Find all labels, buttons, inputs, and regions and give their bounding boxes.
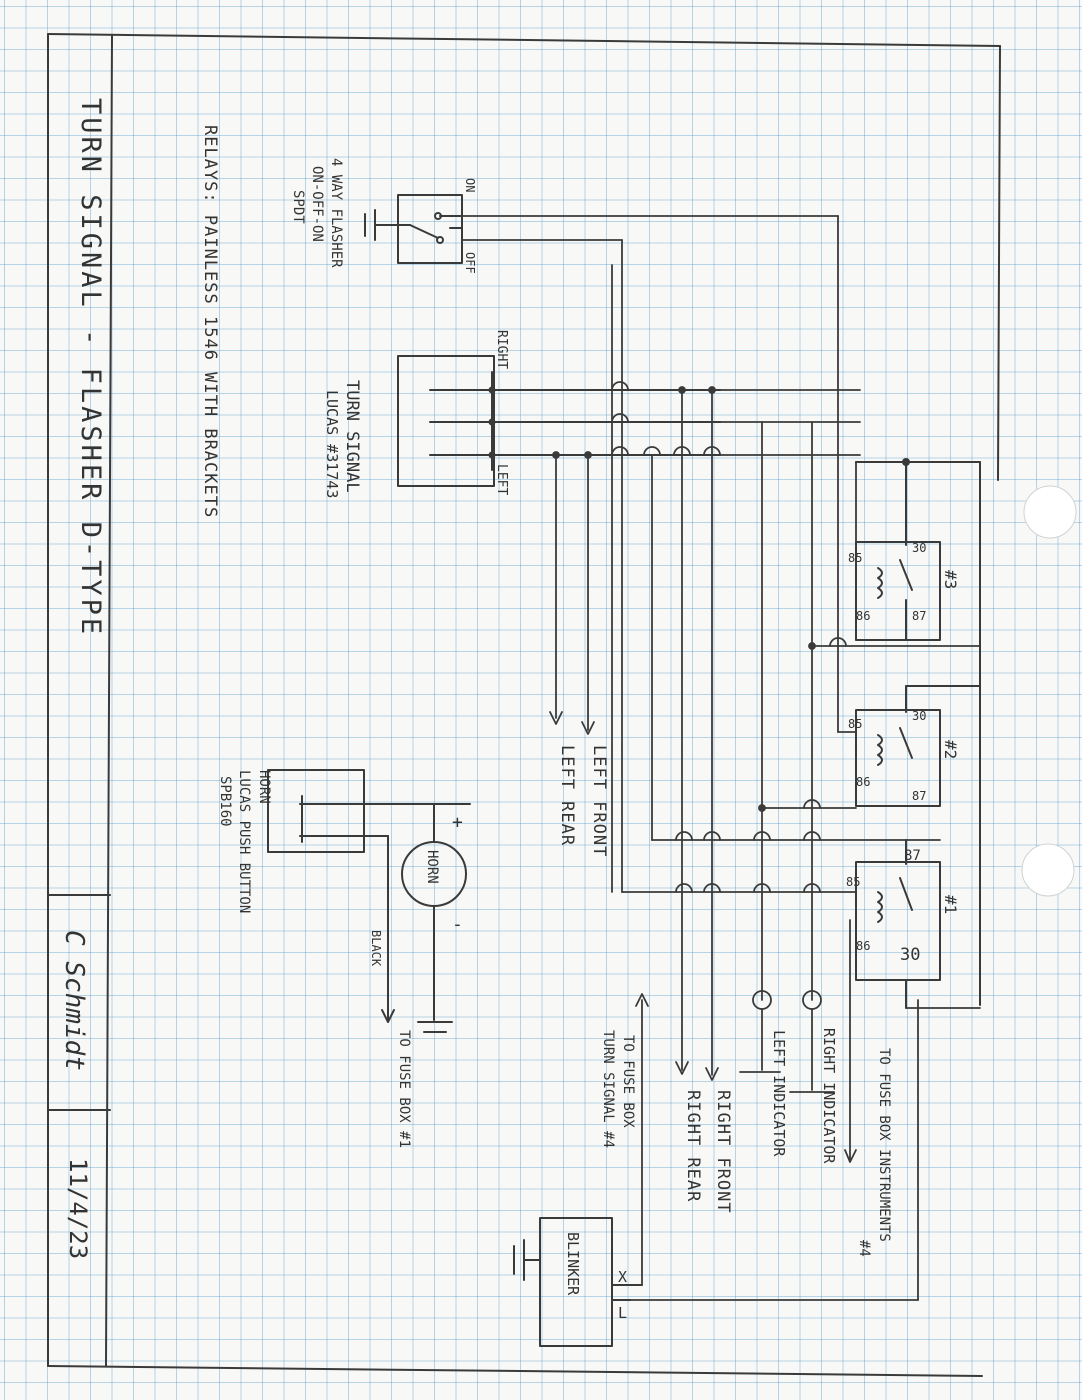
turn-switch-right-label: RIGHT [494,330,509,369]
relay-2-pin-86: 86 [856,775,870,789]
fuse-instruments-label-2: #4 [856,1240,872,1257]
page-title: TURN SIGNAL - FLASHER D-TYPE [75,98,106,637]
horn-plus: + [452,812,463,833]
page-border [47,33,1001,1377]
blinker-l-pin: L [618,1304,627,1322]
wiring [461,215,981,1301]
left-indicator-label: LEFT INDICATOR [770,1030,788,1157]
relay-3-id: #3 [941,570,960,589]
right-indicator-label: RIGHT INDICATOR [820,1028,838,1164]
turn-switch-left-label: LEFT [494,464,509,495]
relay-2[interactable]: 85 86 87 30 #2 [848,685,981,807]
binder-hole-top [1023,485,1077,539]
drawing-date: 11/4/23 [64,1158,92,1259]
horn-label: HORN [424,850,440,884]
relay-1-pin-86: 86 [856,939,870,953]
horn-button-label-3: SPB160 [217,776,233,827]
horn-wire-color: BLACK [369,930,383,967]
blinker-label: BLINKER [564,1232,582,1296]
hazard-switch-label-3: SPDT [290,190,306,224]
relay-3-pin-30: 30 [912,541,926,555]
horn-fuse-label: TO FUSE BOX #1 [396,1030,412,1148]
relay-3[interactable]: 85 86 87 30 #3 [848,458,981,1006]
right-front-label: RIGHT FRONT [713,1090,733,1214]
hazard-off-label: OFF [463,252,477,274]
relay-1-pin-87: 87 [904,848,921,864]
relay-1-id: #1 [941,895,960,914]
relays-note: RELAYS: PAINLESS 1546 WITH BRACKETS [200,125,220,518]
horn[interactable]: HORN + - BLACK TO FUSE BOX #1 [363,803,467,1148]
fuse-turn-label-1: TO FUSE BOX [620,1035,636,1128]
horn-button-label-2: LUCAS PUSH BUTTON [236,770,252,913]
right-rear-label: RIGHT REAR [683,1090,703,1202]
relay-3-pin-87: 87 [912,609,926,623]
left-rear-label: LEFT REAR [557,745,577,846]
hazard-on-label: ON [463,178,477,192]
relay-2-pin-30: 30 [912,709,926,723]
hazard-switch-label-1: 4 WAY FLASHER [328,158,344,268]
horn-minus: - [452,914,463,935]
fuse-turn-label-2: TURN SIGNAL #4 [600,1030,616,1148]
relay-1-pin-85: 85 [846,875,860,889]
relay-3-pin-86: 86 [856,609,870,623]
relay-2-pin-85: 85 [848,717,862,731]
author-signature: C Schmidt [59,930,89,1071]
left-front-label: LEFT FRONT [589,745,609,857]
hazard-switch[interactable]: ON OFF [364,178,477,274]
blinker-x-pin: X [618,1268,627,1286]
turn-switch-label-2: LUCAS #31743 [323,390,341,498]
turn-switch-label-1: TURN SIGNAL [342,380,362,493]
binder-hole-bottom [1021,843,1075,897]
hazard-switch-label-2: ON-OFF-ON [309,166,325,242]
relay-1[interactable]: 85 86 87 30 #1 [846,839,960,1009]
turn-signal-switch[interactable]: RIGHT LEFT [397,330,721,495]
relay-2-pin-87: 87 [912,789,926,803]
relay-2-id: #2 [941,740,960,759]
relay-1-pin-30: 30 [900,945,920,965]
fuse-instruments-label-1: TO FUSE BOX INSTRUMENTS [876,1048,892,1242]
horn-button-label-1: HORN [256,770,272,804]
horn-button[interactable] [267,769,471,853]
blinker[interactable]: BLINKER X L [513,1217,643,1347]
